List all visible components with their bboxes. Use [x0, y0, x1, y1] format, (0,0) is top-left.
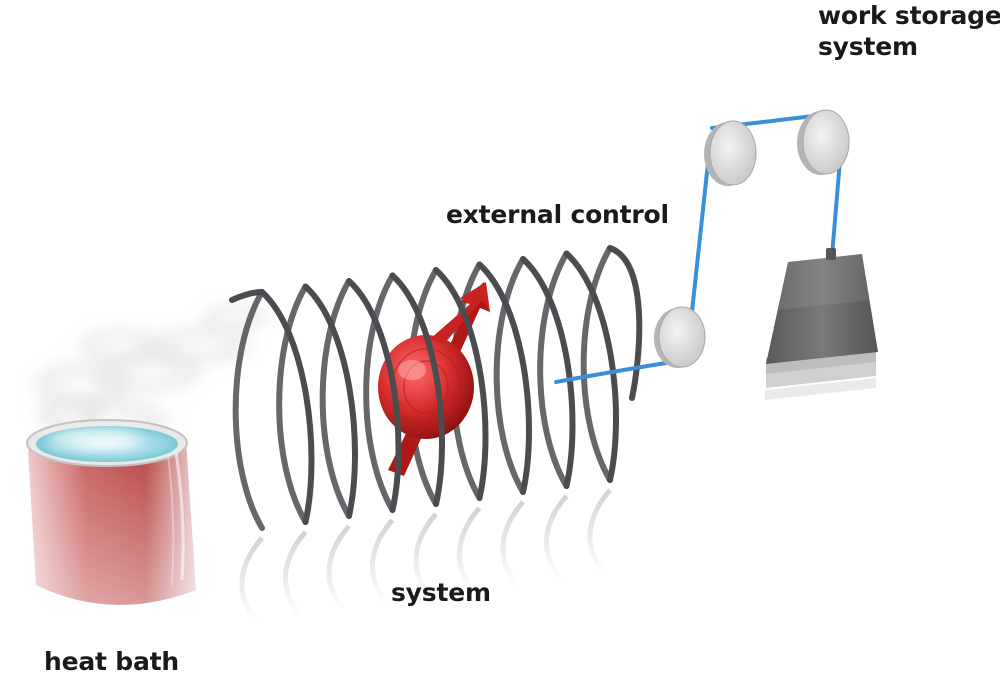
coil-reflection-loop	[457, 506, 482, 595]
coil-loop-front	[476, 261, 532, 495]
pulley-upper-right	[797, 109, 850, 175]
coil-reflection-loop	[283, 530, 308, 619]
coil-reflection-loop	[587, 488, 612, 577]
coil-loop-front	[433, 267, 489, 501]
coil-loop-back	[363, 272, 396, 513]
coil-loop-front	[389, 272, 445, 507]
pulley-weight-icon	[654, 109, 850, 368]
coil-loop-back	[493, 256, 526, 495]
coil-loop-back	[232, 289, 265, 531]
coil-reflection-loop	[370, 518, 395, 607]
coil-loop-back	[537, 250, 570, 489]
coil-loop-front	[346, 278, 402, 513]
coil-icon	[229, 245, 643, 525]
label-system: system	[391, 578, 491, 607]
coil-back-loops	[232, 245, 613, 531]
coil-reflection-loop	[500, 500, 525, 589]
weight-block	[765, 248, 878, 400]
coil-reflection-loop	[413, 512, 438, 601]
coil-loop-back	[580, 245, 613, 483]
pulley-upper-left	[704, 120, 757, 186]
coil-loop-back	[276, 283, 309, 525]
coil-loop-front	[520, 256, 576, 489]
label-work-storage-system: work storage system	[818, 0, 1000, 62]
label-work-storage-line2: system	[818, 32, 918, 61]
label-work-storage-line1: work storage	[818, 1, 1000, 30]
coil-reflection-loop	[239, 536, 264, 625]
coil-loop-front	[563, 250, 619, 483]
label-external-control: external control	[446, 200, 669, 229]
heat-bath-bucket	[26, 419, 196, 605]
coil-reflection-loop	[326, 524, 351, 613]
coil-lead-out	[607, 245, 643, 401]
coil-loop-front	[259, 289, 315, 525]
coil-reflection	[239, 488, 612, 625]
label-heat-bath: heat bath	[44, 647, 179, 676]
pulley-lower	[654, 306, 706, 368]
coil-loop-back	[319, 278, 352, 519]
coil-reflection-loop	[544, 494, 569, 583]
coil-lead-in	[229, 289, 265, 303]
coil-loop-front	[302, 283, 358, 519]
